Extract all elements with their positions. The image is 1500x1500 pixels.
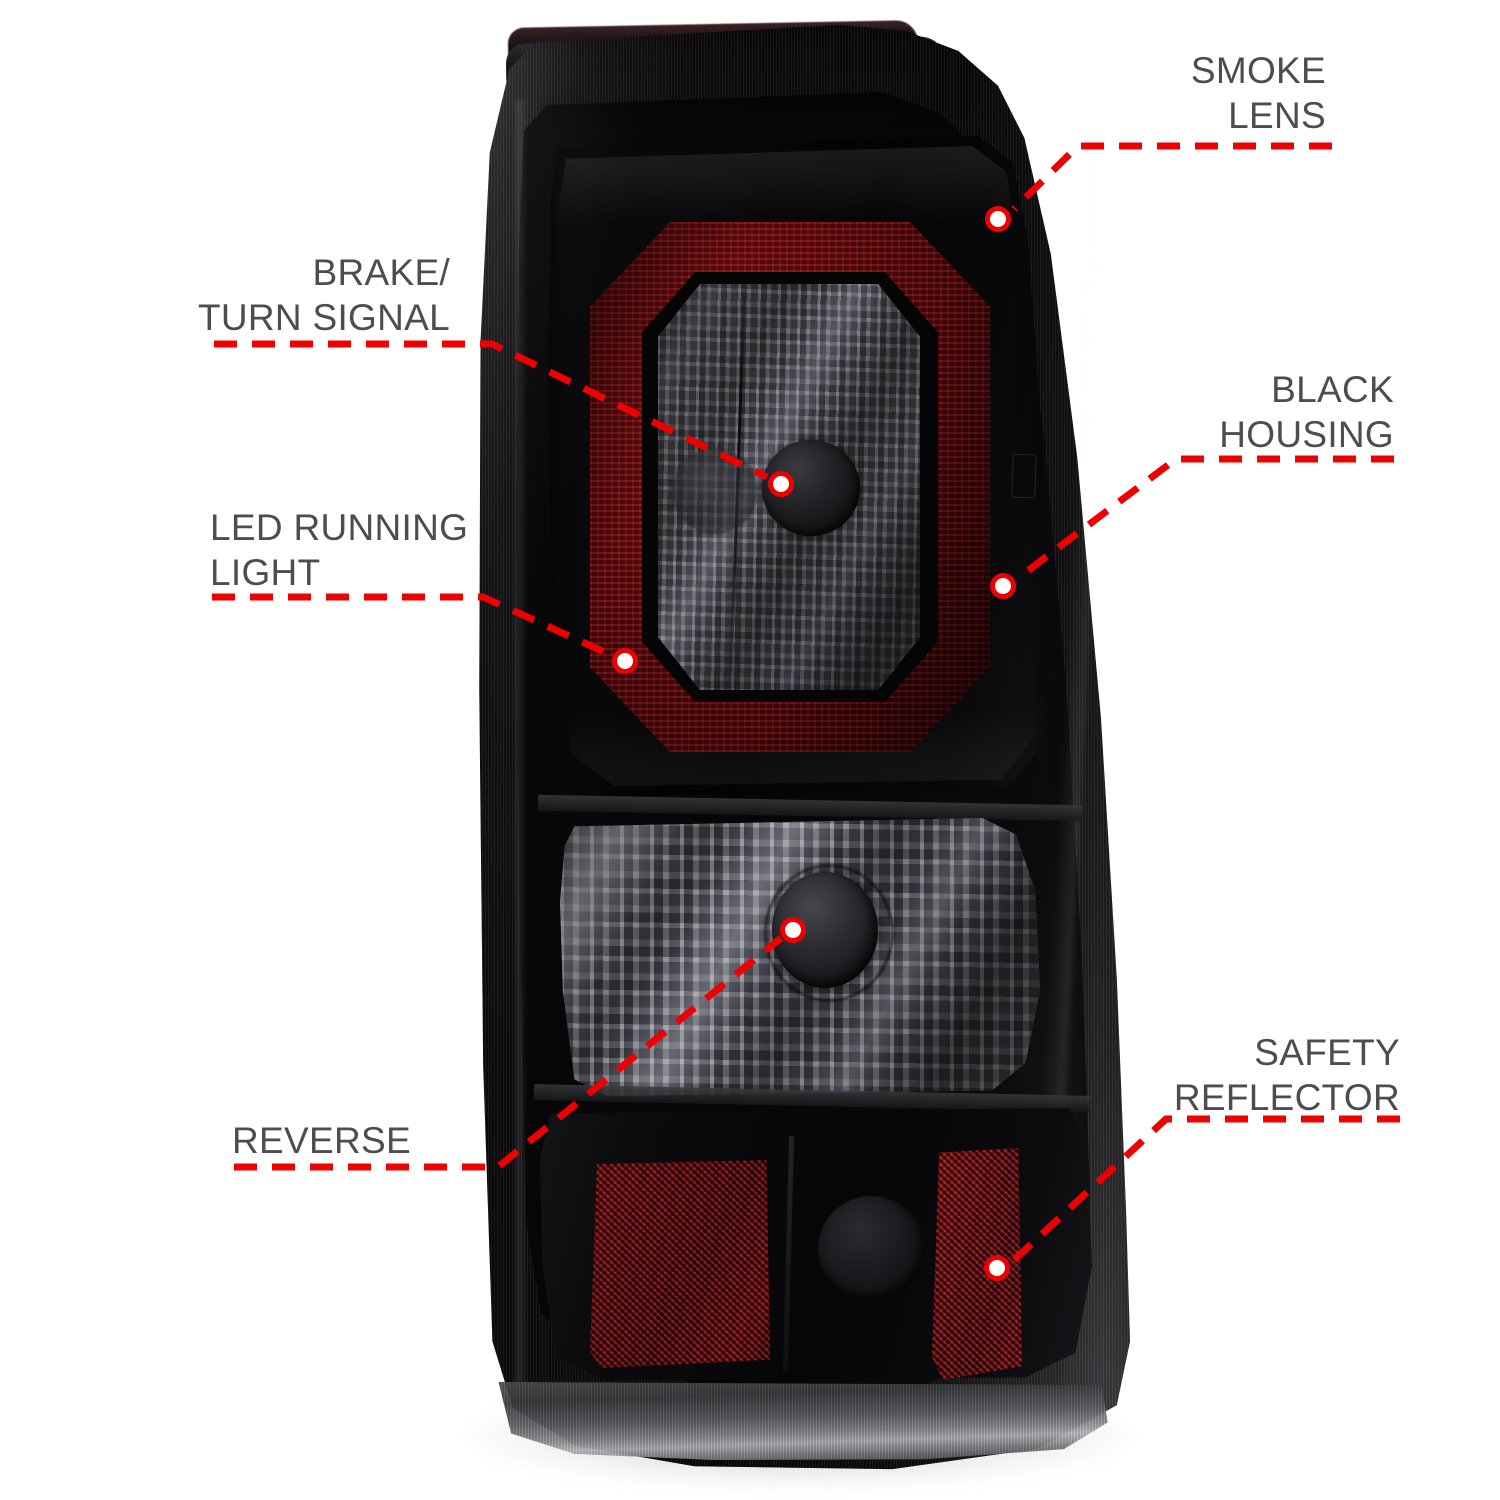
callout-dot-black-housing [990, 573, 1016, 599]
reflector-chamber-bulb-cap [818, 1196, 924, 1300]
safety-reflector-left-texture [590, 1160, 770, 1368]
callout-label-smoke-lens: SMOKE LENS [1190, 50, 1326, 136]
callout-dot-brake-turn-signal [768, 471, 794, 497]
callout-label-safety-reflector: SAFETY REFLECTOR [1173, 1032, 1400, 1118]
callout-dot-reverse [780, 917, 806, 943]
brake-bulb-shadow [672, 448, 758, 534]
safety-reflector-left [590, 1160, 770, 1368]
smoke-lens-bottom-band-texture [498, 1382, 1108, 1460]
callout-label-brake-turn-signal: BRAKE/ TURN SIGNAL [197, 252, 450, 338]
callout-dot-smoke-lens [985, 206, 1011, 232]
callout-label-led-running-light: LED RUNNING LIGHT [210, 507, 469, 593]
housing-left-highlight [516, 100, 528, 1390]
callout-dot-led-running-light [612, 648, 638, 674]
housing-mount-notch [1011, 453, 1037, 499]
callout-dot-safety-reflector [984, 1255, 1010, 1281]
callout-label-reverse: REVERSE [232, 1120, 411, 1161]
smoke-lens-bottom-band [498, 1382, 1108, 1460]
reverse-bulb-ring [764, 864, 894, 1002]
callout-label-black-housing: BLACK HOUSING [1219, 369, 1394, 455]
